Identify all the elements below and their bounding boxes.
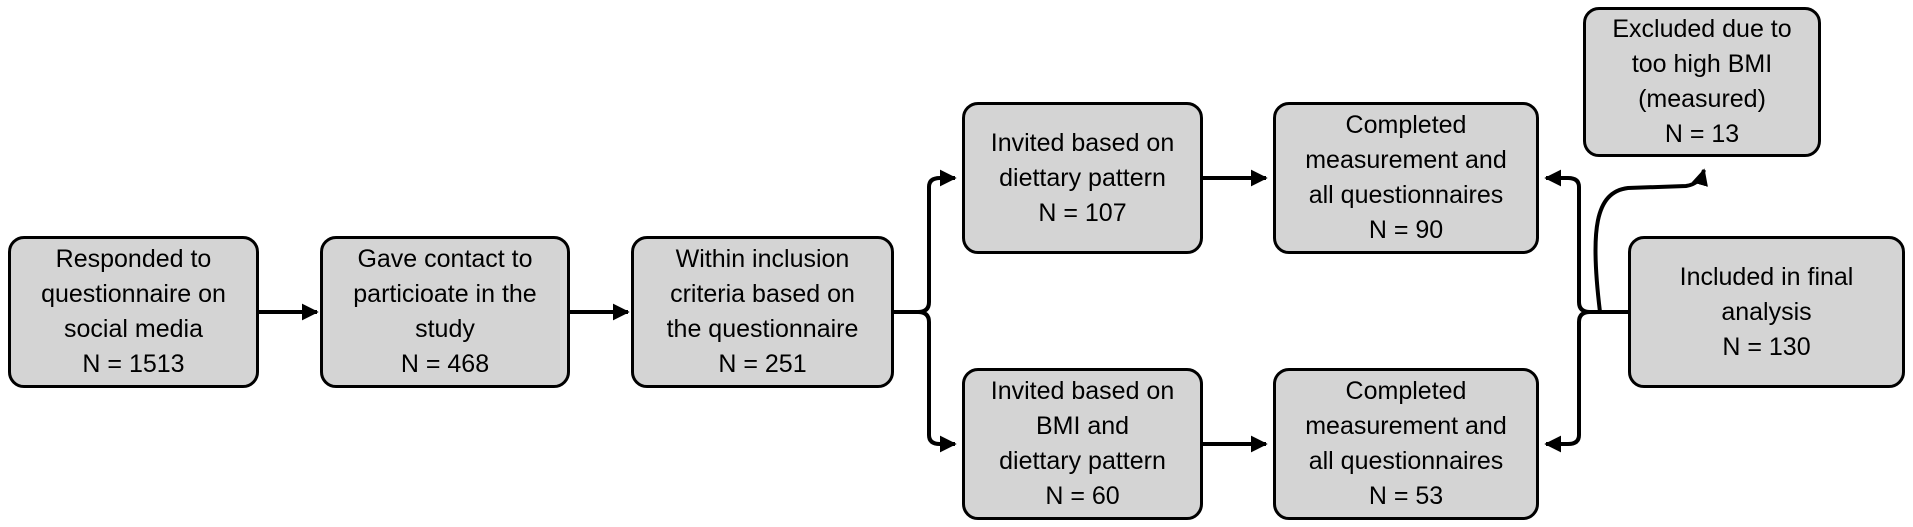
box-included: Included in final analysis N = 130 (1628, 236, 1905, 388)
bracket-merge-arrow-top (1544, 169, 1628, 314)
box-invited-diet: Invited based on diettary pattern N = 10… (962, 102, 1203, 254)
line: (measured) (1638, 85, 1766, 113)
count: N = 90 (1368, 216, 1444, 244)
line: BMI and (1035, 412, 1130, 440)
line: criteria based on (670, 280, 855, 308)
line: analysis (1721, 297, 1812, 326)
box-responded: Responded to questionnaire on social med… (8, 236, 259, 388)
box-completed-bottom: Completed measurement and all questionna… (1273, 368, 1539, 520)
box-excluded: Excluded due to too high BMI (measured) … (1583, 7, 1821, 157)
line: all questionnaires (1308, 181, 1504, 209)
line: measurement and (1305, 146, 1507, 174)
box-contact: Gave contact to particioate in the study… (320, 236, 570, 388)
line: diettary pattern (999, 447, 1166, 475)
line: Invited based on (990, 377, 1175, 405)
box-inclusion: Within inclusion criteria based on the q… (631, 236, 894, 388)
line: particioate in the (353, 280, 537, 308)
bracket-split-arrows (893, 169, 957, 314)
line: questionnaire on (41, 280, 226, 308)
line: Excluded due to (1612, 15, 1792, 43)
line: Invited based on (990, 128, 1175, 157)
count: N = 53 (1368, 482, 1444, 510)
line: Completed (1345, 377, 1467, 405)
line: measurement and (1305, 412, 1507, 440)
count: N = 130 (1722, 332, 1811, 361)
count: N = 13 (1664, 120, 1740, 148)
bracket-split-arrow-bottom (893, 310, 957, 453)
arrow-to-excluded (1593, 168, 1708, 313)
line: study (415, 315, 475, 343)
line: too high BMI (1631, 50, 1773, 78)
line: Within inclusion (675, 245, 850, 273)
line: Completed (1345, 111, 1467, 139)
count: N = 251 (718, 350, 807, 378)
line: the questionnaire (666, 315, 859, 343)
count: N = 107 (1038, 198, 1127, 227)
line: all questionnaires (1308, 447, 1504, 475)
line: Included in final (1679, 262, 1854, 291)
line: social media (64, 315, 203, 343)
line: diettary pattern (999, 163, 1166, 192)
count: N = 1513 (82, 350, 185, 378)
line: Gave contact to (357, 245, 533, 273)
box-invited-bmi: Invited based on BMI and diettary patter… (962, 368, 1203, 520)
count: N = 468 (400, 350, 490, 378)
box-completed-top: Completed measurement and all questionna… (1273, 102, 1539, 254)
bracket-merge-arrow-bottom (1544, 310, 1628, 453)
line: Responded to (55, 245, 212, 273)
count: N = 60 (1045, 482, 1120, 510)
